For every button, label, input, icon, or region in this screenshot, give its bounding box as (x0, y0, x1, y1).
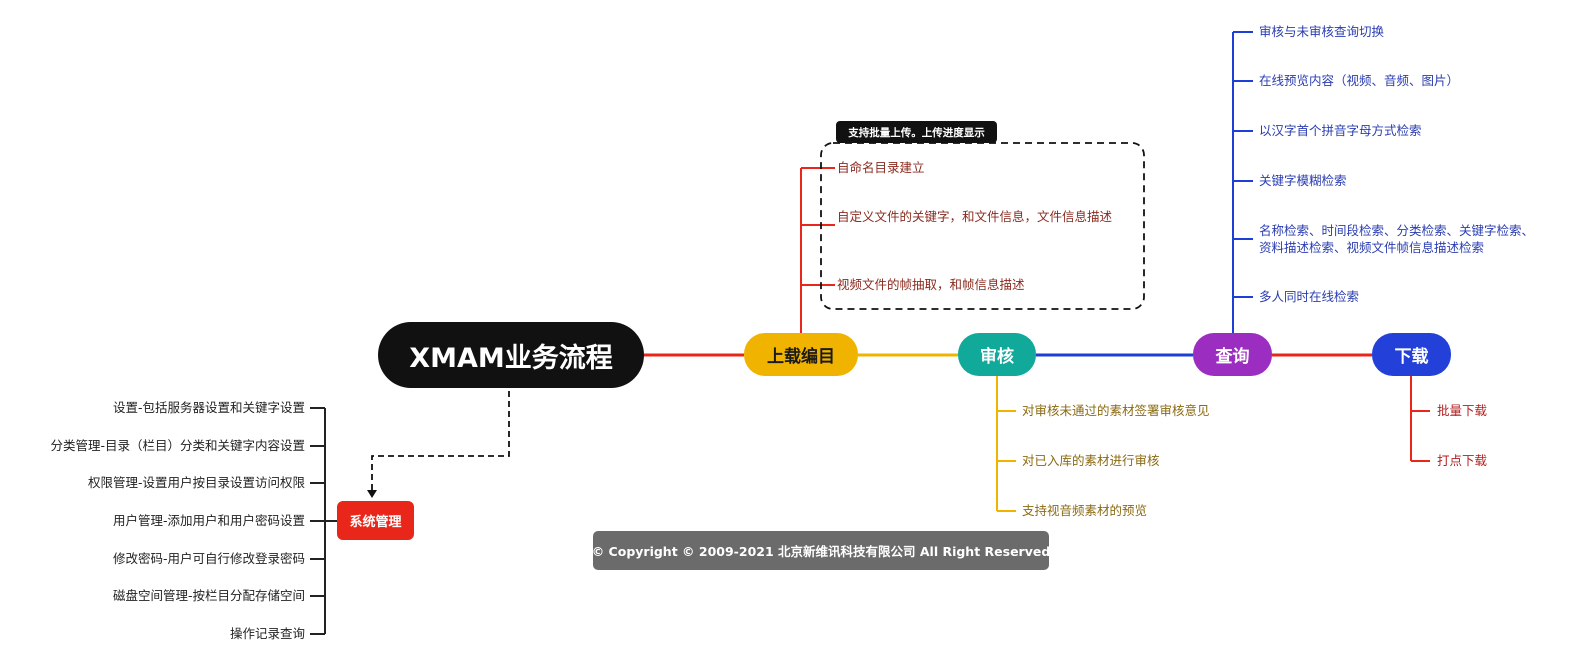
download-node: 下载 (1372, 333, 1451, 376)
review-item: 支持视音频素材的预览 (1022, 503, 1148, 518)
system-branch-lines (310, 407, 337, 635)
system-item: 修改密码-用户可自行修改登录密码 (112, 551, 305, 566)
system-item: 用户管理-添加用户和用户密码设置 (112, 513, 305, 528)
system-item: 分类管理-目录（栏目）分类和关键字内容设置 (50, 438, 305, 453)
query-item: 名称检索、时间段检索、分类检索、关键字检索、资料描述检索、视频文件帧信息描述检索 (1259, 223, 1535, 255)
system-dashed-arrow (371, 391, 510, 492)
download-item: 打点下载 (1437, 453, 1488, 468)
system-item: 设置-包括服务器设置和关键字设置 (112, 400, 305, 415)
review-item: 对已入库的素材进行审核 (1022, 453, 1160, 468)
system-item: 操作记录查询 (229, 626, 305, 641)
query-item: 关键字模糊检索 (1259, 173, 1347, 188)
system-item: 权限管理-设置用户按目录设置访问权限 (87, 475, 305, 490)
query-item: 多人同时在线检索 (1259, 289, 1360, 304)
system-item: 磁盘空间管理-按栏目分配存储空间 (112, 588, 305, 603)
query-branch-lines (1232, 31, 1253, 333)
upload-node: 上载编目 (744, 333, 858, 376)
upload-item: 自定义文件的关键字，和文件信息，文件信息描述 (837, 209, 1113, 224)
arrow-head (367, 490, 377, 498)
upload-group-box (820, 142, 1145, 310)
review-item: 对审核未通过的素材签署审核意见 (1022, 403, 1210, 418)
review-branch-lines (996, 376, 1016, 512)
upload-item: 视频文件的帧抽取，和帧信息描述 (837, 277, 1025, 292)
system-node: 系统管理 (337, 501, 414, 540)
query-item: 在线预览内容（视频、音频、图片） (1259, 73, 1460, 88)
query-node: 查询 (1193, 333, 1272, 376)
download-item: 批量下载 (1437, 403, 1488, 418)
copyright-banner: © Copyright © 2009-2021 北京新维讯科技有限公司 All … (592, 531, 1050, 570)
query-item: 审核与未审核查询切换 (1259, 24, 1385, 39)
upload-tag: 支持批量上传。上传进度显示 (836, 121, 997, 143)
root-node: XMAM业务流程 (378, 322, 644, 388)
upload-branch-lines (800, 167, 835, 333)
query-item: 以汉字首个拼音字母方式检索 (1259, 123, 1422, 138)
download-branch-lines (1410, 376, 1430, 462)
review-node: 审核 (958, 333, 1036, 376)
upload-item: 自命名目录建立 (837, 160, 925, 175)
